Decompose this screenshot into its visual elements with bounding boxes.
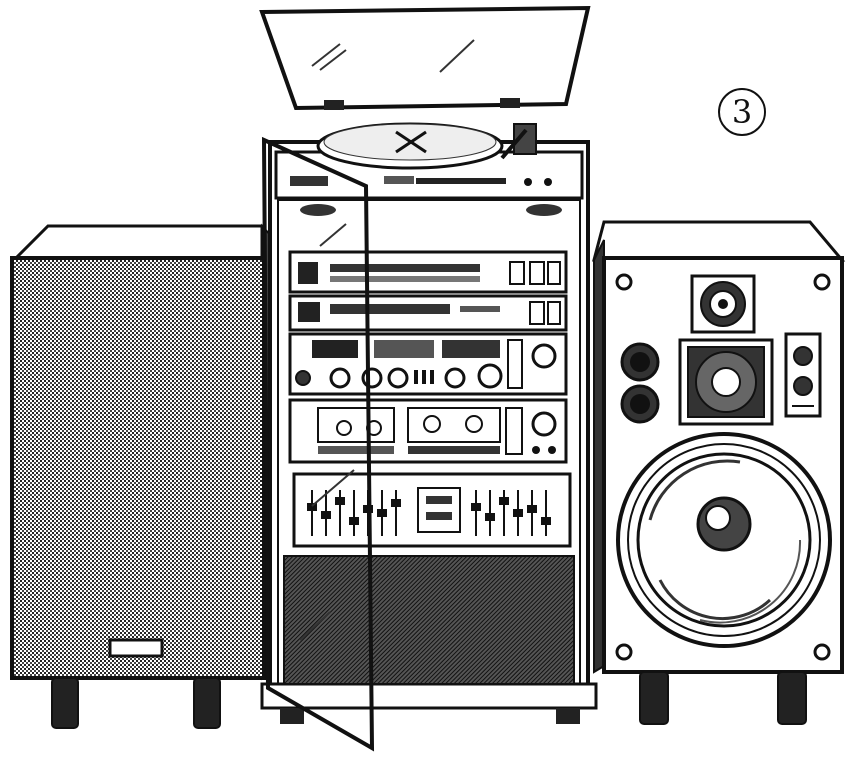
screw-icon [813,643,831,661]
turntable [274,122,584,216]
dust-cover [259,5,591,111]
figure-number: 3 [718,88,766,136]
rack-cabinet [259,5,598,752]
right-speaker-foot-right [777,671,807,725]
record-storage [283,555,575,685]
left-speaker-grille [10,256,266,680]
receiver-unit [288,294,568,332]
rack-base [260,682,598,710]
tuner-unit [288,250,568,294]
screw-icon [615,273,633,291]
amplifier-unit [288,332,568,396]
graphic-equalizer [292,472,572,548]
left-speaker-foot-right [193,677,221,729]
level-controls [784,332,822,418]
screw-icon [813,273,831,291]
glass-door [261,136,375,752]
right-speaker-foot-left [639,671,669,725]
tonearm [500,123,537,160]
midrange-driver [678,338,774,426]
cassette-deck [288,398,568,464]
left-speaker-badge [108,638,164,658]
screw-icon [615,643,633,661]
tweeter [690,274,756,334]
left-speaker-foot-left [51,677,79,729]
woofer [616,432,832,648]
left-speaker [10,223,276,729]
rack-foot-left [280,708,304,724]
right-speaker [592,220,846,725]
rack-foot-right [556,708,580,724]
